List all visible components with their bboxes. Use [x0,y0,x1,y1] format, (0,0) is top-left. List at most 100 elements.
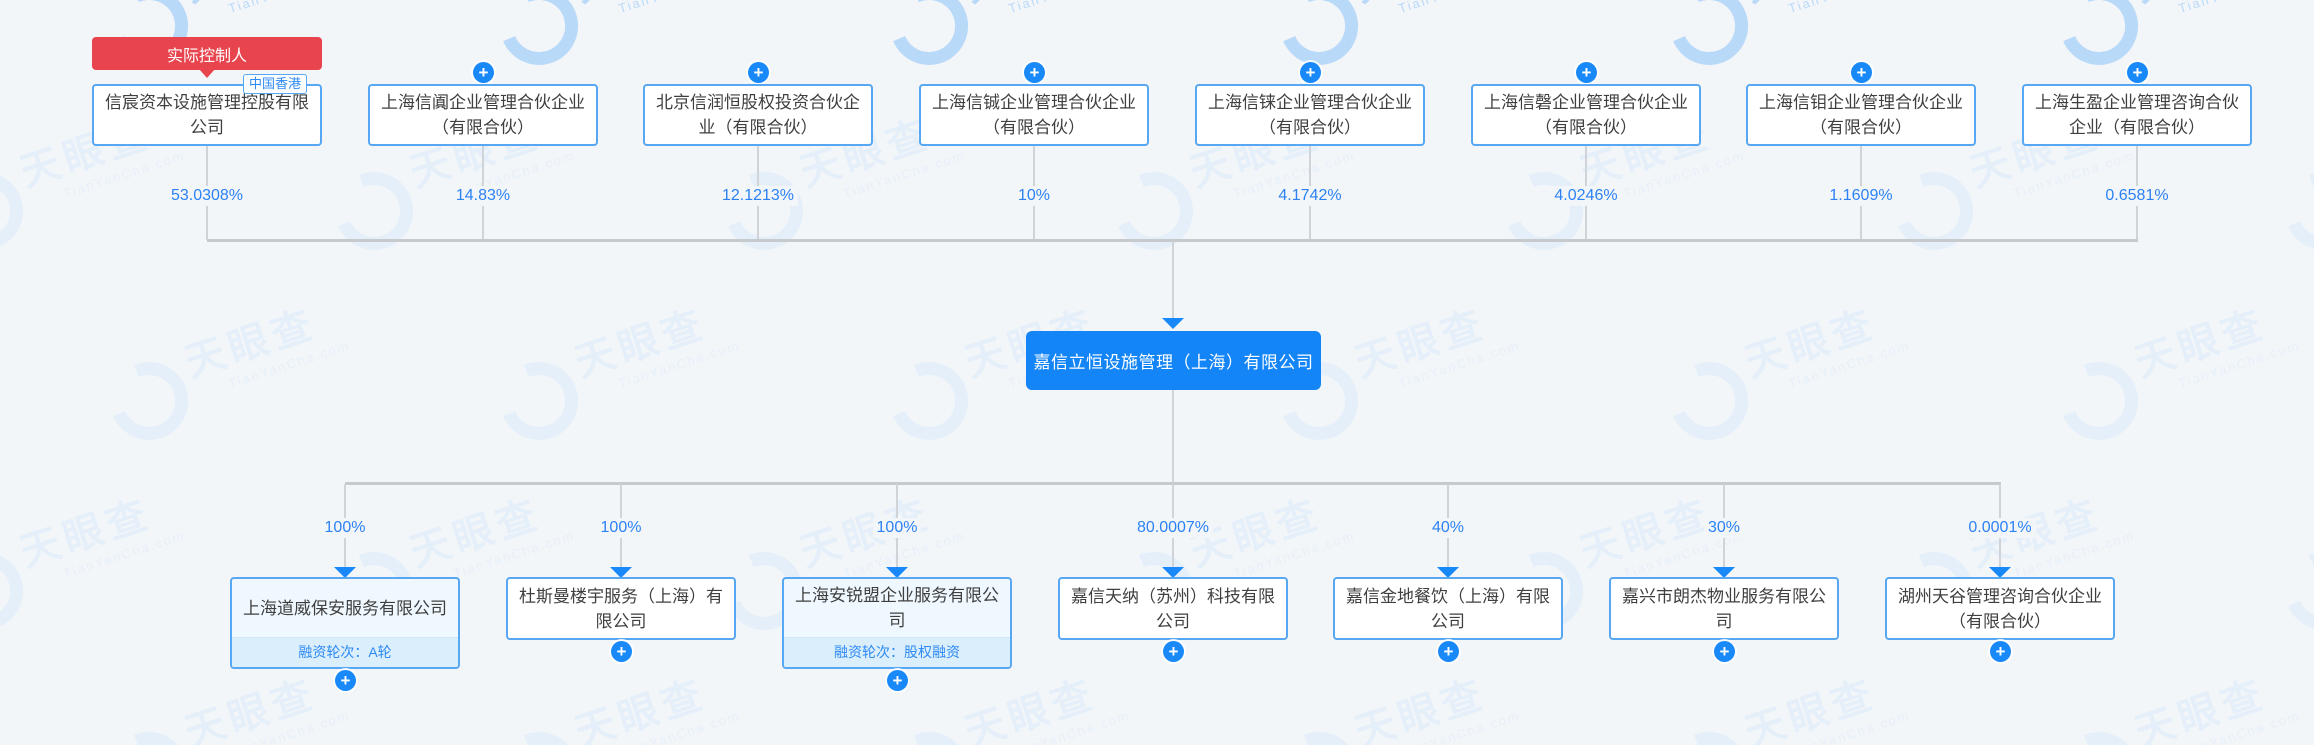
watermark-text: 天眼查 TianYanCha.com [1350,294,1522,402]
connector-vline-subsidiary-4 [1172,484,1174,567]
subsidiary-node-4[interactable]: 嘉信天纳（苏州）科技有限公司 [1058,577,1288,640]
tianyancha-logo-icon [878,350,980,452]
tianyancha-logo-icon [2273,540,2314,642]
watermark-brand: 天眼查 [1349,671,1492,745]
expand-plus-icon[interactable]: + [1851,62,1872,83]
subsidiary-node-5[interactable]: 嘉信金地餐饮（上海）有限公司 [1333,577,1563,640]
watermark-text: 天眼查 TianYanCha.com [570,664,742,745]
expand-plus-icon[interactable]: + [473,62,494,83]
connector-vline-shareholder-1 [206,145,208,240]
watermark-brand: 天眼查 [180,0,322,10]
watermark-url: TianYanCha.com [451,527,577,582]
expand-plus-icon[interactable]: + [1438,641,1459,662]
tianyancha-logo-icon [713,160,815,262]
watermark-brand: 天眼查 [570,0,712,10]
shareholder-node-6[interactable]: 上海信磬企业管理合伙企业（有限合伙） [1471,84,1701,146]
watermark-text: 天眼查 TianYanCha.com [15,484,187,592]
watermark-url: TianYanCha.com [226,0,351,16]
expand-plus-icon[interactable]: + [1024,62,1045,83]
subsidiary-node-7[interactable]: 湖州天谷管理咨询合伙企业（有限合伙） [1885,577,2115,640]
subsidiary-node-2[interactable]: 杜斯曼楼宇服务（上海）有限公司 [506,577,736,640]
watermark-brand: 天眼查 [1740,0,1882,10]
expand-plus-icon[interactable]: + [1300,62,1321,83]
arrow-subsidiary-7-icon [1989,567,2011,578]
watermark: 天眼查 TianYanCha.com [2048,664,2309,745]
watermark-text: 天眼查 TianYanCha.com [570,0,742,27]
watermark-text: 天眼查 TianYanCha.com [180,664,352,745]
watermark: 天眼查 TianYanCha.com [2273,104,2314,262]
watermark-url: TianYanCha.com [1621,147,1747,202]
watermark-text: 天眼查 TianYanCha.com [1740,664,1912,745]
arrow-into-root-icon [1162,318,1184,329]
shareholder-node-1[interactable]: 信宸资本设施管理控股有限公司 [92,84,322,146]
connector-vline-shareholder-8 [2136,145,2138,240]
tianyancha-logo-icon [1103,160,1205,262]
watermark-url: TianYanCha.com [61,147,187,202]
watermark-text: 天眼查 TianYanCha.com [1185,484,1357,592]
expand-plus-icon[interactable]: + [887,670,908,691]
watermark-brand: 天眼查 [569,671,712,745]
expand-plus-icon[interactable]: + [1163,641,1184,662]
watermark-brand: 天眼查 [1350,0,1492,10]
watermark-text: 天眼查 TianYanCha.com [1740,0,1912,27]
watermark: 天眼查 TianYanCha.com [488,0,749,77]
watermark-url: TianYanCha.com [841,147,967,202]
expand-plus-icon[interactable]: + [1990,641,2011,662]
shareholder-node-3[interactable]: 北京信润恒股权投资合伙企业（有限合伙） [643,84,873,146]
watermark-brand: 天眼查 [1739,671,1882,745]
shareholder-node-8[interactable]: 上海生盈企业管理咨询合伙企业（有限合伙） [2022,84,2252,146]
watermark-text: 天眼查 TianYanCha.com [2130,0,2302,27]
tianyancha-logo-icon [488,720,590,745]
expand-plus-icon[interactable]: + [335,670,356,691]
tianyancha-logo-icon [0,160,35,262]
watermark-url: TianYanCha.com [1006,707,1132,745]
watermark-brand: 天眼查 [1739,301,1882,386]
watermark-url: TianYanCha.com [2011,527,2137,582]
root-company-node[interactable]: 嘉信立恒设施管理（上海）有限公司 [1026,331,1321,390]
controller-badge-pointer [199,69,215,78]
expand-plus-icon[interactable]: + [1576,62,1597,83]
connector-vline-shareholder-2 [482,145,484,240]
shareholder-node-7[interactable]: 上海信钼企业管理合伙企业（有限合伙） [1746,84,1976,146]
watermark-brand: 天眼查 [404,491,547,576]
shareholder-node-5[interactable]: 上海信铼企业管理合伙企业（有限合伙） [1195,84,1425,146]
expand-plus-icon[interactable]: + [1714,641,1735,662]
watermark-url: TianYanCha.com [1786,707,1912,745]
watermark-url: TianYanCha.com [2011,147,2137,202]
watermark-url: TianYanCha.com [1231,527,1357,582]
watermark: 天眼查 TianYanCha.com [1268,664,1529,745]
shareholder-node-2[interactable]: 上海信阗企业管理合伙企业（有限合伙） [368,84,598,146]
expand-plus-icon[interactable]: + [2127,62,2148,83]
subsidiary-name: 上海安锐盟企业服务有限公司 [795,586,999,630]
watermark: 天眼查 TianYanCha.com [2273,484,2314,642]
expand-plus-icon[interactable]: + [611,641,632,662]
shareholder-node-4[interactable]: 上海信铖企业管理合伙企业（有限合伙） [919,84,1149,146]
connector-bus-top [207,239,2138,242]
connector-vline-subsidiary-3 [896,484,898,567]
watermark: 天眼查 TianYanCha.com [878,0,1139,77]
arrow-subsidiary-3-icon [886,567,908,578]
connector-vline-subsidiary-5 [1447,484,1449,567]
watermark-brand: 天眼查 [179,671,322,745]
watermark-brand: 天眼查 [794,491,937,576]
funding-round-badge: 融资轮次：股权融资 [784,637,1010,667]
tianyancha-logo-icon [1493,160,1595,262]
watermark-url: TianYanCha.com [1006,0,1131,16]
watermark-brand: 天眼查 [1184,491,1327,576]
watermark-brand: 天眼查 [569,301,712,386]
subsidiary-node-1[interactable]: 上海道威保安服务有限公司 融资轮次：A轮 [230,577,460,669]
connector-vline-shareholder-3 [757,145,759,240]
arrow-subsidiary-4-icon [1162,567,1184,578]
watermark: 天眼查 TianYanCha.com [1658,294,1919,452]
watermark-brand: 天眼查 [1349,301,1492,386]
tianyancha-logo-icon [2048,350,2150,452]
tianyancha-logo-icon [1658,0,1760,77]
expand-plus-icon[interactable]: + [748,62,769,83]
watermark-text: 天眼查 TianYanCha.com [960,0,1132,27]
watermark-brand: 天眼查 [959,671,1102,745]
subsidiary-node-6[interactable]: 嘉兴市朗杰物业服务有限公司 [1609,577,1839,640]
watermark: 天眼查 TianYanCha.com [1658,664,1919,745]
subsidiary-node-3[interactable]: 上海安锐盟企业服务有限公司 融资轮次：股权融资 [782,577,1012,669]
watermark-url: TianYanCha.com [616,0,741,16]
